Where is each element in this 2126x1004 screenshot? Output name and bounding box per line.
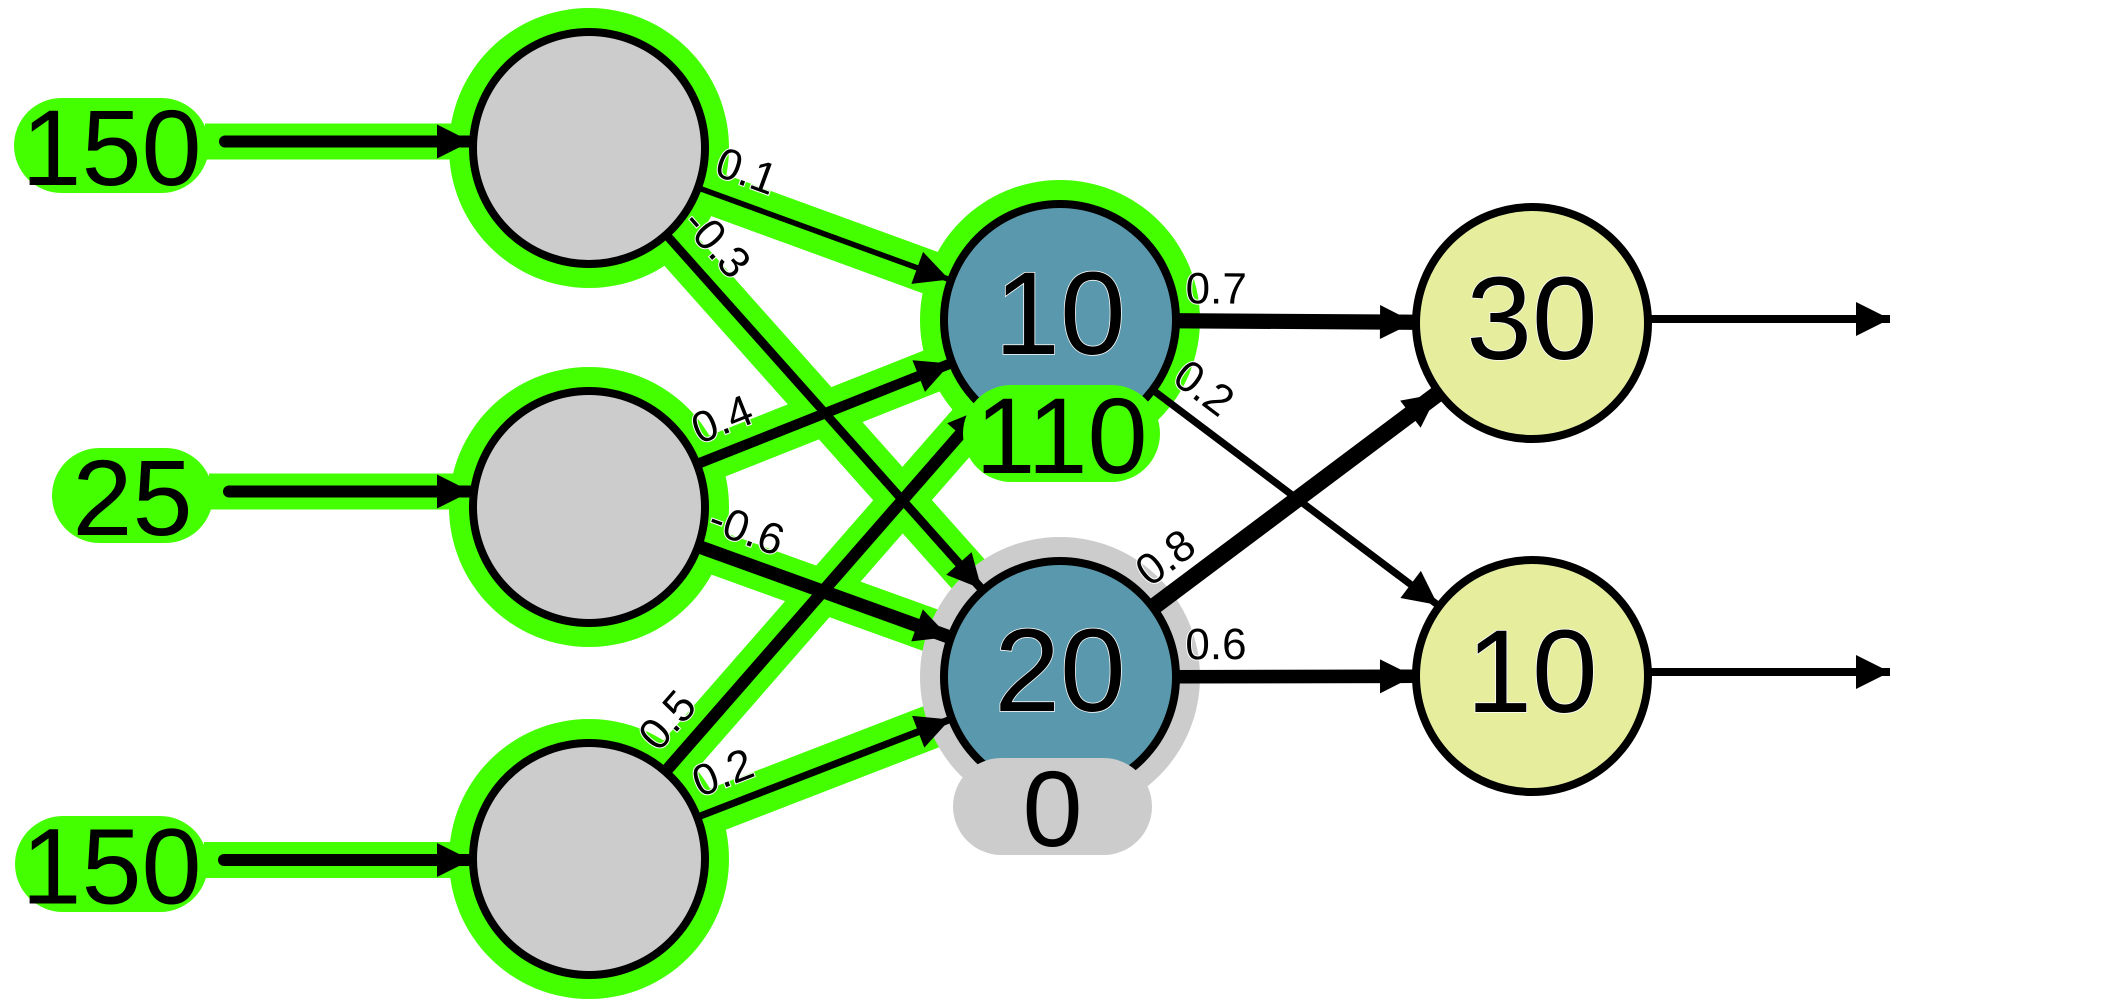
hidden-node-bias: 10	[994, 248, 1125, 380]
edge-i3-h2	[695, 715, 952, 821]
weight-label: 0.6	[1185, 620, 1246, 669]
input-value: 25	[72, 437, 192, 558]
output-node-o2	[1412, 556, 1652, 796]
input-value-pill	[52, 448, 213, 543]
edge-h1-o1	[1175, 305, 1415, 340]
hidden-node-bias: 20	[994, 605, 1125, 737]
output-node-bias: 10	[1466, 606, 1597, 738]
nodes: 10 20 30 10	[469, 28, 1652, 979]
edges	[218, 124, 1890, 877]
hidden-sum-value: 0	[1022, 748, 1082, 869]
edge-i2-h1	[694, 358, 953, 470]
input-node-i3	[469, 739, 709, 979]
edge-h2-o1	[1147, 387, 1443, 615]
edge-h2-o2	[1175, 659, 1415, 694]
input-node-i2	[469, 387, 709, 627]
output-node-o1	[1412, 203, 1652, 443]
hidden-sum-pill	[953, 758, 1152, 855]
hidden-sum-pill	[963, 385, 1160, 482]
input-value-pill	[14, 98, 209, 193]
edge-i3-h1	[660, 404, 987, 776]
weight-label: 0.7	[1185, 264, 1246, 313]
input-node-i1	[469, 28, 709, 268]
value-pills: 150 25 150 110 0	[14, 87, 1160, 927]
input-value: 150	[21, 806, 201, 927]
hidden-sum-value: 110	[975, 375, 1147, 496]
input-value-pill	[15, 816, 208, 912]
edge-i1-h1	[697, 185, 951, 284]
input-value: 150	[21, 87, 201, 208]
output-node-bias: 30	[1466, 253, 1597, 385]
